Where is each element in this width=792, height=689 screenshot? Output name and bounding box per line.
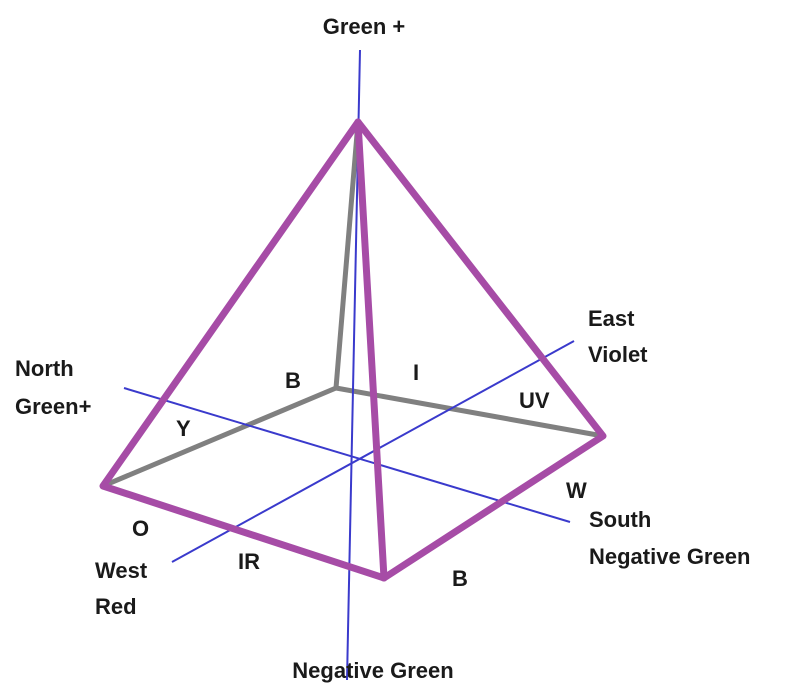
top-axis-label: Green + (323, 14, 406, 39)
hidden-edge-back-right (333, 385, 606, 439)
o-label: O (132, 516, 149, 541)
north-south-axis (123, 387, 571, 523)
west-label: West (95, 558, 148, 583)
south-sub-label: Negative Green (589, 544, 750, 569)
west-east-axis (171, 340, 575, 563)
ir-label: IR (238, 549, 260, 574)
front-edge-apex-front (354, 118, 388, 582)
east-sub-label: Violet (588, 342, 648, 367)
y-label: Y (176, 416, 191, 441)
hidden-edge-apex-back (333, 119, 361, 391)
east-label: East (588, 306, 635, 331)
west-sub-label: Red (95, 594, 137, 619)
north-label: North (15, 356, 74, 381)
uv-label: UV (519, 388, 550, 413)
w-label: W (566, 478, 587, 503)
b-front-label: B (452, 566, 468, 591)
north-sub-label: Green+ (15, 394, 91, 419)
i-label: I (413, 360, 419, 385)
b-back-label: B (285, 368, 301, 393)
hidden-edge-back-left (100, 385, 339, 489)
south-label: South (589, 507, 651, 532)
bottom-axis-label: Negative Green (292, 658, 453, 683)
